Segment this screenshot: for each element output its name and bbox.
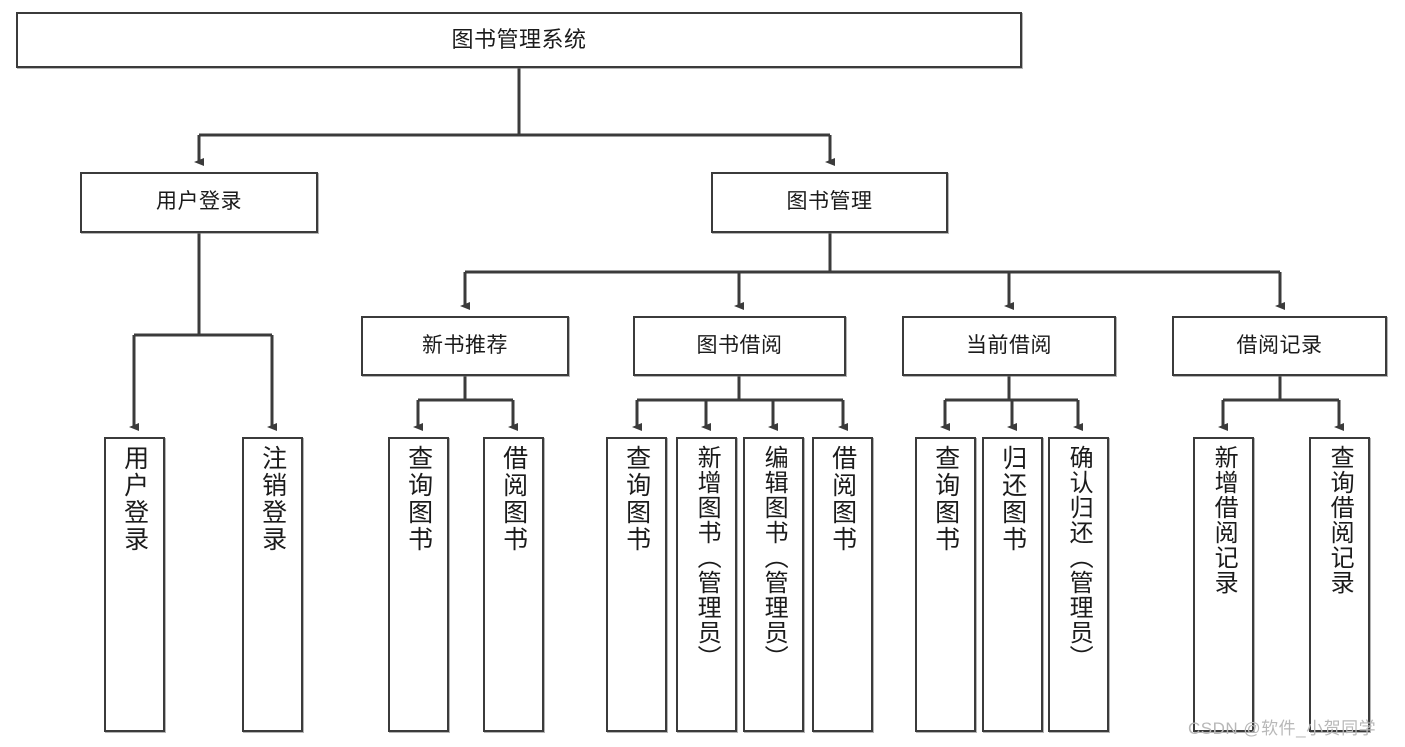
node-root[interactable]: 图书管理系统 (16, 12, 1022, 68)
node-leaf-borrow-book-1-label: 借阅图书 (499, 445, 528, 553)
node-leaf-query-book-1[interactable]: 查询图书 (388, 437, 449, 732)
node-leaf-add-book[interactable]: 新增图书（管理员） (676, 437, 737, 732)
node-book-manage-label: 图书管理 (786, 190, 873, 214)
node-leaf-edit-book[interactable]: 编辑图书（管理员） (743, 437, 804, 732)
node-borrow-record[interactable]: 借阅记录 (1172, 316, 1387, 376)
node-leaf-query-record[interactable]: 查询借阅记录 (1309, 437, 1370, 732)
csdn-watermark: CSDN @软件_小贺同学 (1188, 719, 1377, 738)
node-leaf-borrow-book-2-label: 借阅图书 (828, 445, 857, 553)
node-leaf-borrow-book-2[interactable]: 借阅图书 (812, 437, 873, 732)
node-new-book-recommend-label: 新书推荐 (422, 333, 508, 357)
node-leaf-return-book[interactable]: 归还图书 (982, 437, 1043, 732)
node-root-label: 图书管理系统 (451, 27, 587, 53)
node-user-login[interactable]: 用户登录 (80, 172, 318, 233)
node-leaf-confirm-return[interactable]: 确认归还（管理员） (1048, 437, 1109, 732)
node-leaf-add-record-label: 新增借阅记录 (1210, 445, 1238, 595)
node-leaf-query-book-3-label: 查询图书 (931, 445, 960, 553)
node-leaf-add-book-label: 新增图书（管理员） (693, 445, 721, 670)
node-new-book-recommend[interactable]: 新书推荐 (361, 316, 569, 376)
node-leaf-query-record-label: 查询借阅记录 (1326, 445, 1354, 595)
node-borrow-record-label: 借阅记录 (1236, 333, 1323, 357)
node-leaf-user-logout-label: 注销登录 (258, 445, 287, 553)
node-leaf-query-book-2[interactable]: 查询图书 (606, 437, 667, 732)
node-book-borrow[interactable]: 图书借阅 (633, 316, 846, 376)
node-leaf-user-login-label: 用户登录 (120, 445, 149, 553)
node-leaf-user-logout[interactable]: 注销登录 (242, 437, 303, 732)
node-leaf-query-book-1-label: 查询图书 (404, 445, 433, 553)
node-leaf-edit-book-label: 编辑图书（管理员） (760, 445, 788, 670)
node-leaf-user-login[interactable]: 用户登录 (104, 437, 165, 732)
node-current-borrow-label: 当前借阅 (966, 333, 1052, 357)
node-leaf-borrow-book-1[interactable]: 借阅图书 (483, 437, 544, 732)
node-book-borrow-label: 图书借阅 (696, 333, 783, 357)
node-leaf-query-book-3[interactable]: 查询图书 (915, 437, 976, 732)
node-book-manage[interactable]: 图书管理 (711, 172, 948, 233)
node-leaf-return-book-label: 归还图书 (998, 445, 1027, 553)
node-leaf-query-book-2-label: 查询图书 (622, 445, 651, 553)
node-current-borrow[interactable]: 当前借阅 (902, 316, 1116, 376)
node-leaf-confirm-return-label: 确认归还（管理员） (1065, 445, 1093, 670)
node-user-login-label: 用户登录 (156, 190, 242, 214)
node-leaf-add-record[interactable]: 新增借阅记录 (1193, 437, 1254, 732)
